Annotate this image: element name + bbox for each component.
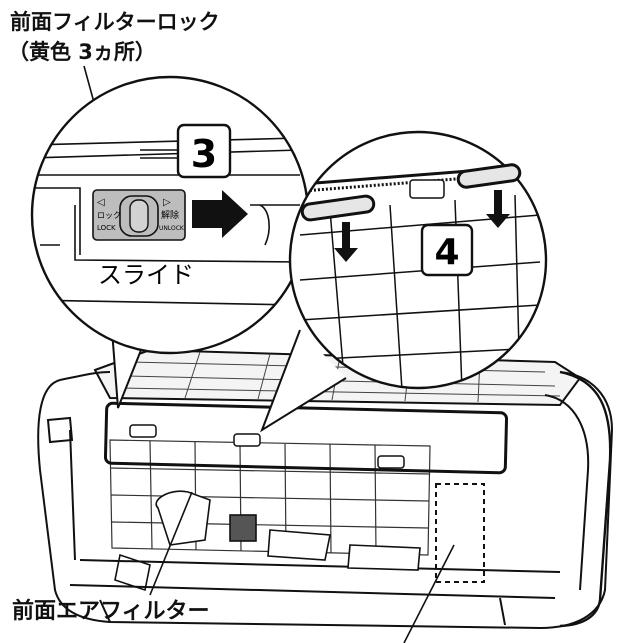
- lock-right-arrow-icon: ▷: [163, 197, 171, 208]
- down-arrow-icon: [334, 222, 358, 262]
- front-air-filter-label: 前面エアフィルター: [12, 599, 210, 624]
- right-callout-wedge: [260, 329, 347, 433]
- down-arrow-icon: [486, 190, 510, 228]
- lock-left-arrow-icon: ◁: [97, 197, 105, 208]
- lock-right-jp: 解除: [161, 209, 179, 221]
- lock-tabs: [129, 424, 405, 469]
- step-4-badge: [420, 223, 474, 277]
- lock-right-en: UNLOCK: [159, 225, 185, 232]
- slide-label: スライド: [98, 261, 194, 289]
- dashed-area-leader-line: [403, 544, 455, 643]
- lock-highlight-box: [103, 401, 509, 475]
- lock-switch: ◁ ロック LOCK ▷ 解除 UNLOCK: [92, 189, 186, 241]
- step-3-badge: [176, 123, 232, 179]
- front-filter-leader-line: [149, 491, 193, 596]
- left-zoom-circle: ◁ ロック LOCK ▷ 解除 UNLOCK 3 スライド: [30, 75, 310, 355]
- lock-left-jp: ロック: [97, 211, 121, 220]
- lock-left-en: LOCK: [97, 224, 116, 232]
- unit-internals: [114, 490, 421, 592]
- step-4-number: 4: [434, 232, 459, 273]
- front-filter-lock-sublabel: （黄色 3ヵ所）: [8, 40, 156, 64]
- right-arrow-icon: [192, 190, 248, 238]
- front-filter-lock-label: 前面フィルターロック: [10, 10, 220, 34]
- dashed-area: [435, 483, 485, 583]
- step-3-number: 3: [191, 132, 217, 176]
- right-zoom-circle: 4: [288, 130, 548, 390]
